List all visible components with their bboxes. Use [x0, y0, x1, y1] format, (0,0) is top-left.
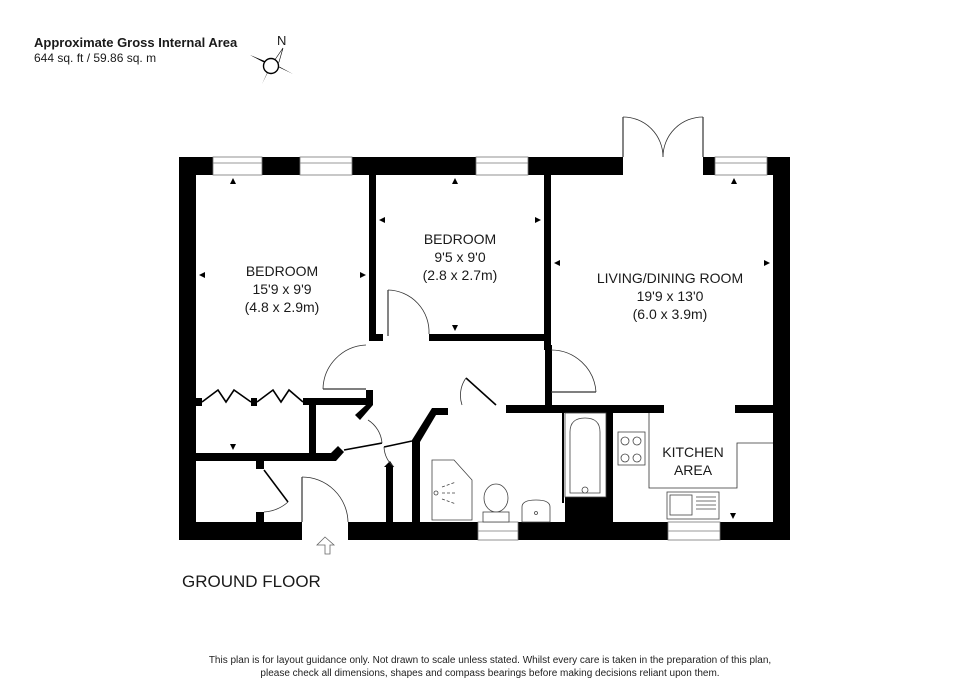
- bath-icon: [569, 417, 601, 494]
- room-name: KITCHEN: [662, 444, 724, 460]
- room-imperial: 15'9 x 9'9: [252, 281, 312, 297]
- toilet-icon: [483, 483, 509, 513]
- compass-north-label: N: [277, 33, 287, 48]
- room-label-living-dining: LIVING/DINING ROOM 19'9 x 13'0 (6.0 x 3.…: [570, 269, 770, 323]
- door-swings: [201, 116, 773, 523]
- disclaimer-line-1: This plan is for layout guidance only. N…: [208, 655, 772, 666]
- room-metric: (2.8 x 2.7m): [422, 267, 498, 283]
- room-imperial: 19'9 x 13'0: [636, 288, 704, 304]
- kitchen-fixtures: [617, 431, 720, 520]
- entrance-arrow-icon: [316, 536, 336, 555]
- shower-icon: [431, 459, 473, 521]
- disclaimer-line-2: please check all dimensions, shapes and …: [260, 668, 720, 679]
- header-area: 644 sq. ft / 59.86 sq. m: [34, 51, 157, 65]
- basin-icon: [521, 499, 551, 523]
- room-metric: (4.8 x 2.9m): [244, 299, 320, 315]
- walls: [179, 157, 790, 540]
- room-label-kitchen: KITCHEN AREA: [650, 443, 736, 479]
- dimension-markers: [199, 178, 770, 519]
- room-name: BEDROOM: [245, 263, 319, 279]
- room-label-bedroom-1: BEDROOM 15'9 x 9'9 (4.8 x 2.9m): [222, 262, 342, 316]
- room-name: LIVING/DINING ROOM: [596, 270, 744, 286]
- bathroom-fixtures: [431, 412, 607, 523]
- room-name: BEDROOM: [423, 231, 497, 247]
- room-metric: (6.0 x 3.9m): [632, 306, 708, 322]
- room-imperial: AREA: [673, 462, 713, 478]
- floor-label: GROUND FLOOR: [182, 572, 321, 591]
- disclaimer: This plan is for layout guidance only. N…: [0, 654, 980, 680]
- windows: [212, 156, 768, 541]
- room-label-bedroom-2: BEDROOM 9'5 x 9'0 (2.8 x 2.7m): [400, 230, 520, 284]
- room-imperial: 9'5 x 9'0: [434, 249, 486, 265]
- header-title: Approximate Gross Internal Area: [34, 35, 238, 50]
- compass-icon: [250, 47, 293, 84]
